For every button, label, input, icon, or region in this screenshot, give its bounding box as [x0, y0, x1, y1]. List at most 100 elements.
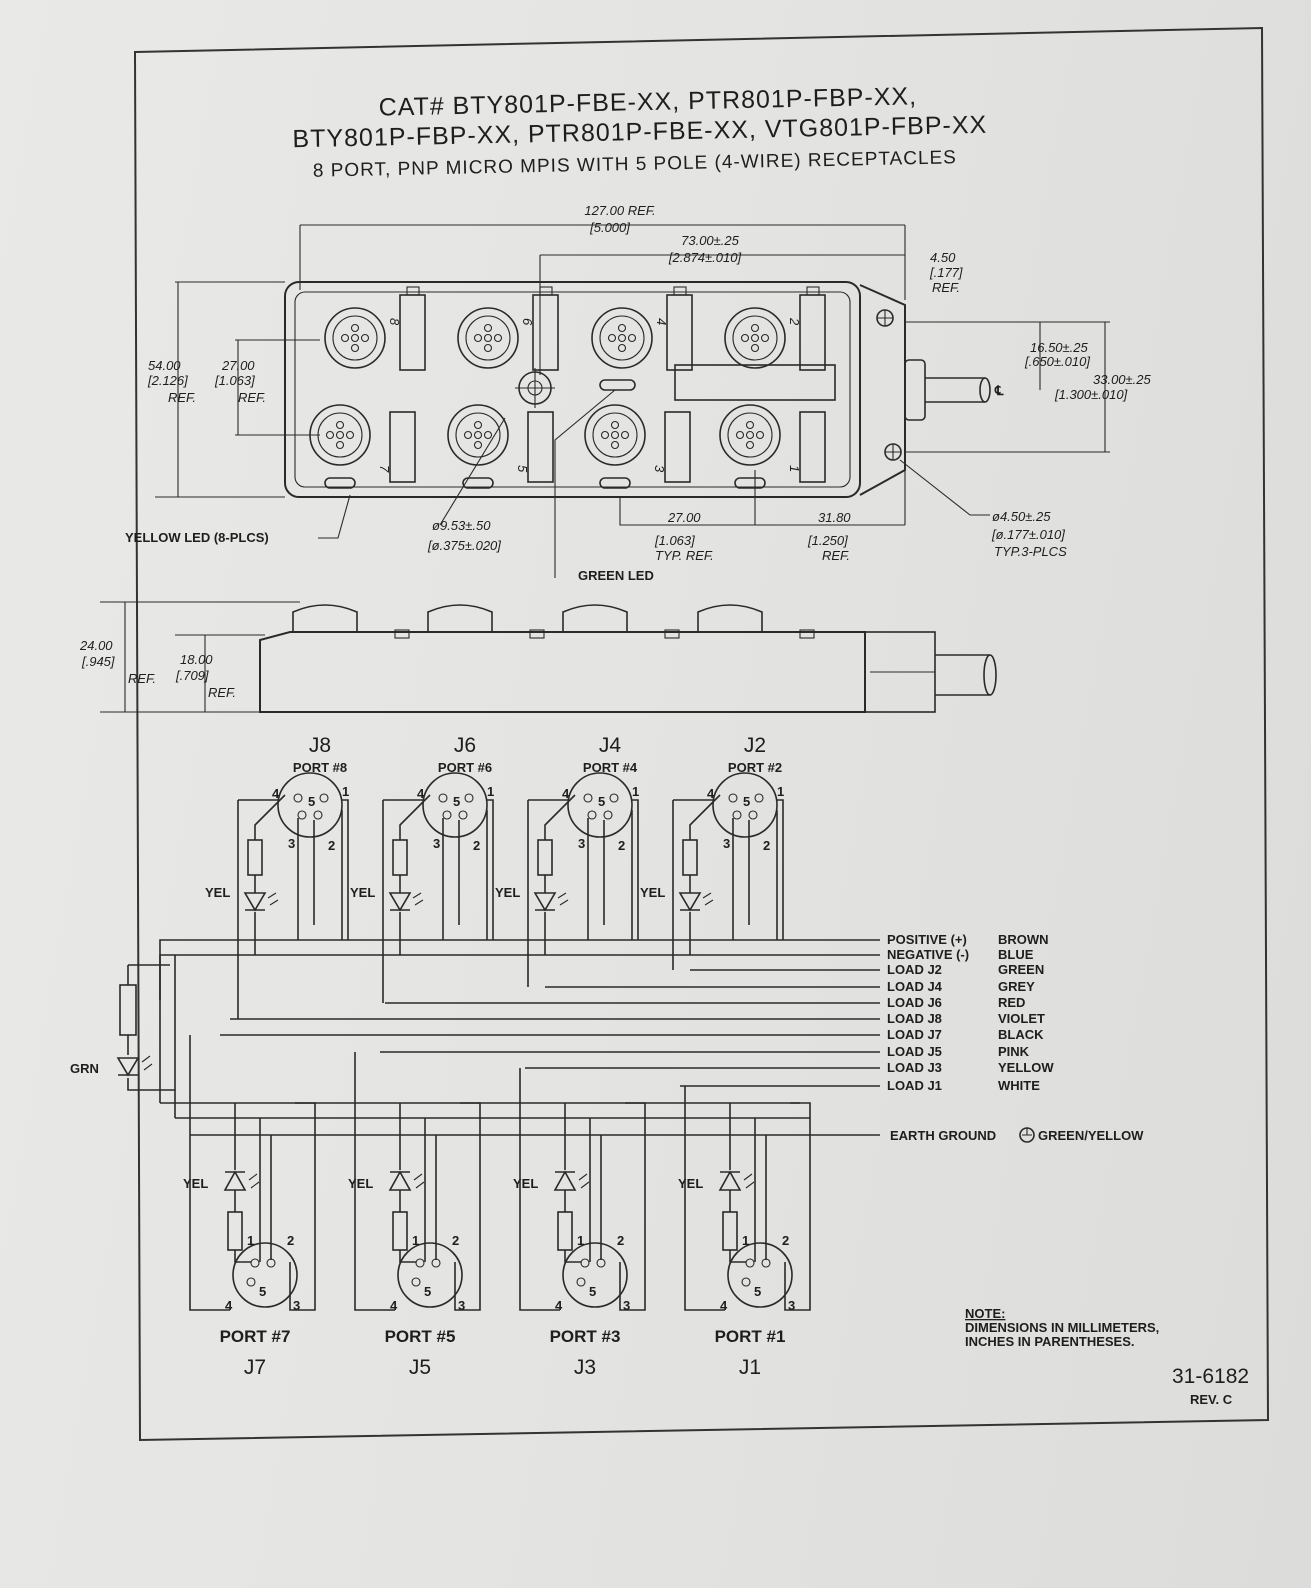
pin-label: 2: [782, 1233, 789, 1248]
pin-label: 4: [272, 786, 280, 801]
pin-icon: [735, 430, 745, 440]
pin-icon: [610, 440, 620, 450]
port-led-window: [666, 294, 693, 371]
jack-label: J3: [574, 1356, 596, 1379]
connector-wires: [382, 799, 494, 1003]
label-green-led: GREEN LED: [578, 568, 654, 583]
label-yellow-led: YELLOW LED (8-PLCS): [125, 530, 269, 545]
port-tab: [673, 286, 687, 296]
pin-icon: [600, 430, 610, 440]
port-label: PORT #1: [715, 1327, 786, 1346]
led-light-icon: [413, 1173, 425, 1189]
pin-icon: [313, 810, 323, 820]
led-branch-wire: [254, 794, 286, 955]
pin-icon: [620, 430, 630, 440]
yellow-led-icon: [324, 477, 356, 489]
pin-label: 2: [618, 838, 625, 853]
pin-icon: [319, 793, 329, 803]
dim-height: 24.00: [79, 638, 113, 653]
wire-signal-label: LOAD J3: [887, 1060, 942, 1075]
dim-end-offset-ref: REF.: [822, 548, 850, 563]
receptacle-icon: [584, 404, 646, 466]
pin-icon: [431, 1258, 441, 1268]
pin-icon: [760, 333, 770, 343]
port-label: PORT #5: [385, 1327, 456, 1346]
led-light-icon: [702, 892, 714, 906]
side-receptacle: [292, 604, 358, 632]
pin-icon: [750, 343, 760, 353]
leader-lines: [318, 389, 990, 578]
pin-label: 3: [578, 836, 585, 851]
receptacle-inner: [732, 315, 778, 361]
receptacle-inner: [455, 412, 501, 458]
side-receptacle: [427, 604, 493, 632]
pin-label: 2: [617, 1233, 624, 1248]
led-label: YEL: [183, 1176, 208, 1191]
jack-label: J1: [739, 1356, 761, 1379]
led-branch-wire: [564, 1103, 581, 1263]
pin-icon: [297, 810, 307, 820]
pin-icon: [411, 1277, 421, 1287]
connector-icon: [277, 772, 343, 838]
dim-hole-spacing-in: [2.874±.010]: [668, 250, 742, 265]
wire-signal-label: LOAD J6: [887, 995, 942, 1010]
port-led-window: [664, 411, 691, 483]
pin-icon: [473, 333, 483, 343]
pin-icon: [350, 343, 360, 353]
housing-end-flange: [859, 284, 906, 496]
dim-width-ref: REF.: [168, 390, 196, 405]
title-line-3: 8 PORT, PNP MICRO MPIS WITH 5 POLE (4-WI…: [313, 147, 957, 181]
yellow-led-icon: [599, 477, 631, 489]
cable: [925, 377, 985, 403]
port-number: 1: [787, 465, 802, 472]
led-icon: [718, 1170, 742, 1191]
pin-label: 4: [720, 1298, 728, 1313]
wire-color-label: VIOLET: [998, 1011, 1045, 1026]
pin-icon: [732, 810, 742, 820]
pin-icon: [340, 333, 350, 343]
pin-label: 1: [742, 1233, 749, 1248]
pin-icon: [335, 430, 345, 440]
led-icon: [388, 1170, 412, 1191]
resistor-icon: [537, 839, 553, 876]
port-label: PORT #8: [293, 760, 347, 775]
connector-icon: [567, 772, 633, 838]
dim-receptacle-dia: ø9.53±.50: [432, 518, 491, 533]
led-branch-wire: [689, 794, 721, 955]
wire-color-label: WHITE: [998, 1078, 1040, 1093]
side-housing: [259, 631, 866, 713]
connector-wires: [189, 1035, 316, 1311]
dim-width-in: [2.126]: [147, 373, 188, 388]
pin-label: 2: [763, 838, 770, 853]
resistor-icon: [227, 1211, 243, 1251]
receptacle-inner: [599, 315, 645, 361]
dim-line-side: [100, 601, 300, 713]
pin-icon: [438, 793, 448, 803]
dim-receptacle-dia-in: [ø.375±.020]: [427, 538, 501, 553]
housing-inner-outline: [294, 291, 851, 488]
dim-end-offset: 31.80: [818, 510, 851, 525]
jack-label: J6: [454, 734, 476, 757]
pin-icon: [745, 440, 755, 450]
port-label: PORT #7: [220, 1327, 291, 1346]
led-label: YEL: [205, 885, 230, 900]
receptacle-inner: [592, 412, 638, 458]
note-heading: NOTE:: [965, 1306, 1005, 1321]
port-label: PORT #4: [583, 760, 638, 775]
pin-icon: [580, 1258, 590, 1268]
dim-cable-center: 16.50±.25: [1030, 340, 1089, 355]
pin-icon: [617, 343, 627, 353]
pin-icon: [335, 420, 345, 430]
pin-label: 5: [453, 794, 460, 809]
cable-gland: [904, 359, 926, 421]
pin-icon: [587, 810, 597, 820]
pin-label: 1: [412, 1233, 419, 1248]
wire-signal-label: LOAD J4: [887, 979, 943, 994]
led-label: YEL: [640, 885, 665, 900]
pin-icon: [754, 793, 764, 803]
led-label: YEL: [350, 885, 375, 900]
pin-icon: [576, 1277, 586, 1287]
pin-icon: [607, 333, 617, 343]
